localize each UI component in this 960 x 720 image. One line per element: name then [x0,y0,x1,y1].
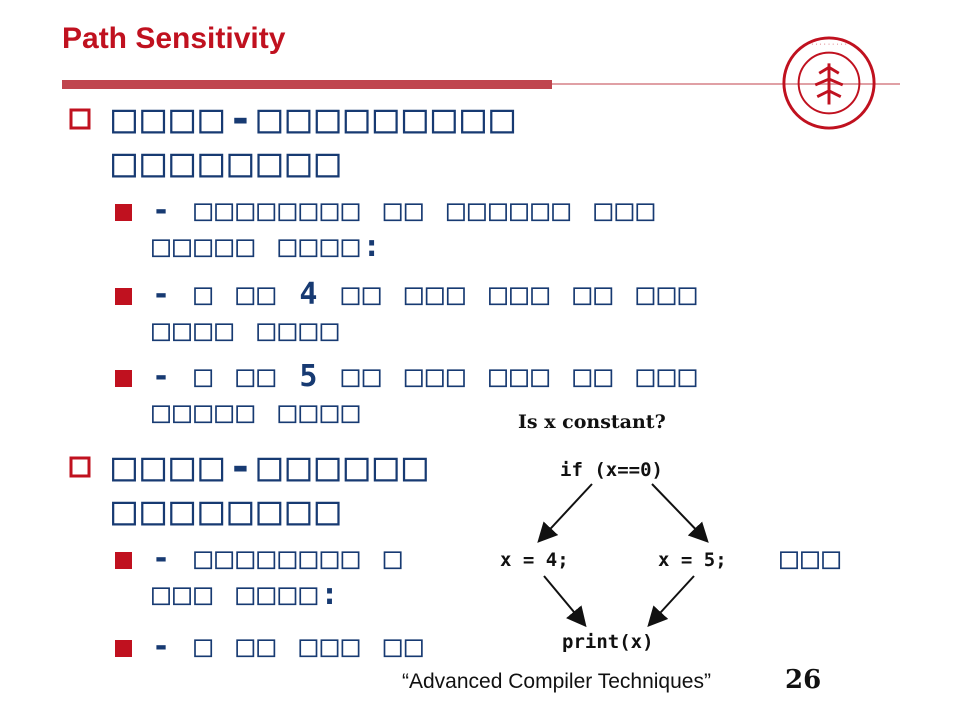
university-seal-logo: · · · · · · · · · [782,36,876,130]
item-1-bullet-icon [115,204,132,221]
arrow-to-left-branch [537,483,593,543]
item-4-line-1: - □□□□□□□□ □ [152,541,405,576]
diagram-join-node: print(x) [562,631,654,653]
section-1-bullet-icon [69,108,91,130]
item-4-bullet-icon [115,552,132,569]
item-4-line-2: □□□ □□□□: [152,577,342,612]
item-1-line-1: - □□□□□□□□ □□ □□□□□□ □□□ [152,193,658,228]
svg-text:· · · · · · · · ·: · · · · · · · · · [811,41,847,48]
arrow-to-right-branch [651,483,709,543]
item-3-line-2: □□□□□ □□□□ [152,395,363,430]
item-3-bullet-icon [115,370,132,387]
item-5-bullet-icon [115,640,132,657]
item-4-line-1-tail: □□□ [780,541,844,576]
slide-footer: “Advanced Compiler Techniques” [402,670,711,693]
diagram-right-branch: x = 5; [658,549,727,571]
item-3-line-1: - □ □□ 5 □□ □□□ □□□ □□ □□□ [152,359,700,394]
diagram-if-node: if (x==0) [560,459,663,481]
diagram-left-branch: x = 4; [500,549,569,571]
section-1-heading-line-1: □□□□-□□□□□□□□□ [112,96,520,142]
page-number: 26 [785,665,822,695]
arrow-left-to-join [543,575,587,628]
item-1-line-2: □□□□□ □□□□: [152,229,384,264]
title-rule-line [552,83,900,85]
arrow-right-to-join [647,575,695,627]
diagram-caption: Is x constant? [518,411,666,433]
item-2-line-2: □□□□ □□□□ [152,313,342,348]
item-2-bullet-icon [115,288,132,305]
slide-title: Path Sensitivity [62,22,286,55]
section-2-bullet-icon [69,456,91,478]
section-2-heading-line-2: □□□□□□□□ [112,488,345,534]
section-2-heading-line-1: □□□□-□□□□□□ [112,444,432,490]
section-1-heading-line-2: □□□□□□□□ [112,140,345,186]
control-flow-diagram: Is x constant? if (x==0) x = 4; x = 5; p… [500,402,760,654]
item-2-line-1: - □ □□ 4 □□ □□□ □□□ □□ □□□ [152,277,700,312]
item-5-line-1: - □ □□ □□□ □□ [152,629,426,664]
title-accent-bar [62,80,552,89]
